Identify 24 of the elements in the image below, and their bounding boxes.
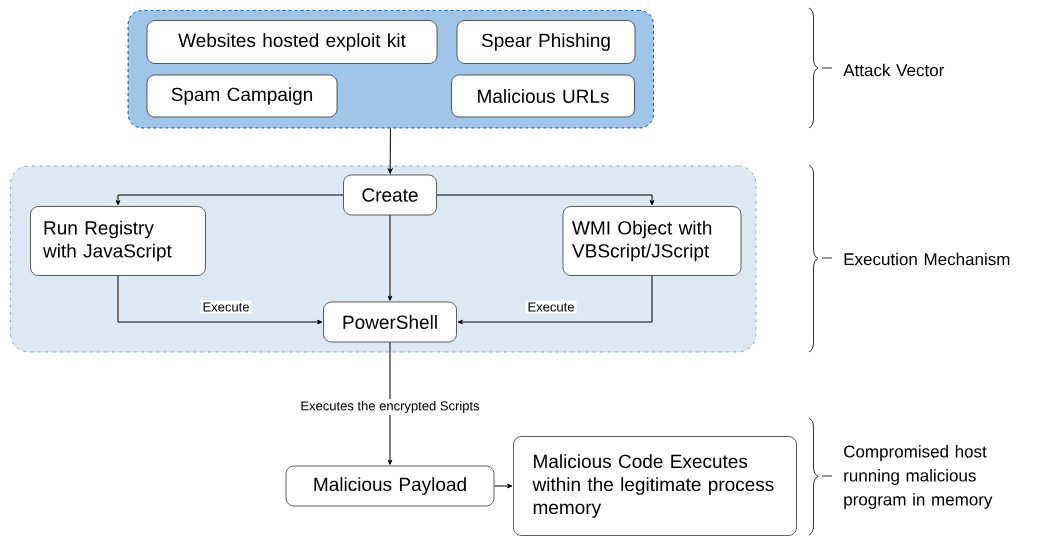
process-box: Malicious Code Executes within the legitimate process memory bbox=[513, 436, 797, 536]
arrow bbox=[457, 275, 653, 325]
process-box: Spam Campaign bbox=[146, 74, 338, 118]
section-label: Compromised host running malicious program in memory bbox=[844, 445, 993, 509]
arrow bbox=[387, 341, 393, 465]
arrow bbox=[387, 214, 393, 301]
arrow bbox=[387, 127, 393, 174]
process-box: PowerShell bbox=[323, 301, 457, 343]
process-box: Run Registry with JavaScript bbox=[30, 206, 206, 276]
arrow bbox=[436, 194, 655, 206]
arrow bbox=[493, 483, 513, 489]
arrow bbox=[115, 194, 344, 206]
section-label: Attack Vector bbox=[843, 63, 945, 77]
edge-label: Execute bbox=[525, 300, 577, 314]
edge-label: Execute bbox=[200, 300, 252, 314]
section-label: Execution Mechanism bbox=[844, 252, 1010, 266]
process-box: Create bbox=[343, 174, 437, 216]
arrow bbox=[117, 275, 323, 325]
edge-label: Executes the encrypted Scripts bbox=[298, 398, 482, 416]
process-box: Malicious Payload bbox=[285, 465, 495, 507]
process-box: WMI Object with VBScript/JScript bbox=[562, 206, 742, 276]
process-box: Malicious URLs bbox=[451, 74, 635, 118]
process-box: Spear Phishing bbox=[456, 20, 636, 64]
process-box: Websites hosted exploit kit bbox=[146, 20, 438, 64]
